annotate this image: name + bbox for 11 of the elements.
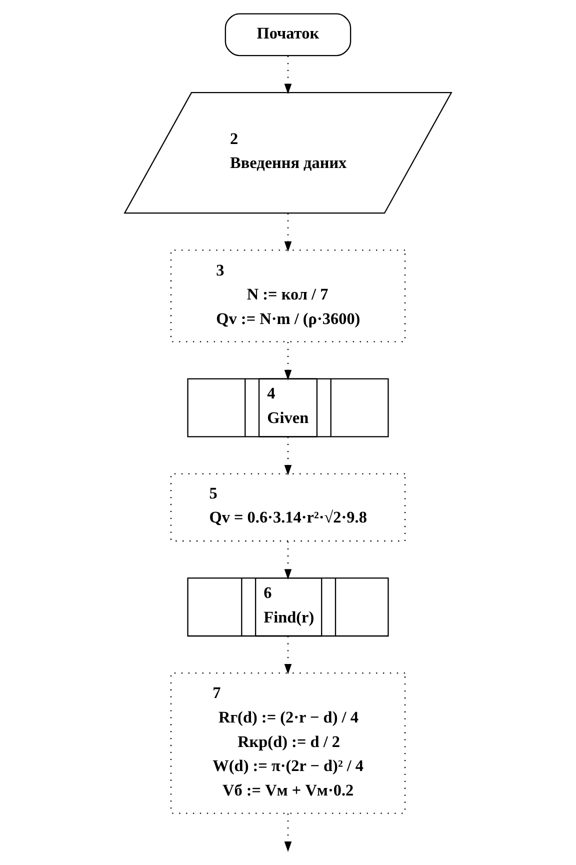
node-box: Початок <box>224 13 352 56</box>
node-box: 3 N := кол / 7 Qv := N·m / (ρ·3600) <box>170 250 406 342</box>
arrow <box>284 814 292 852</box>
arrow <box>284 213 292 252</box>
arrow <box>284 56 292 94</box>
arrow <box>284 437 292 476</box>
arrow <box>284 542 292 580</box>
arrow <box>284 342 292 380</box>
node-box: 5 Qv = 0.6·3.14·r²·√2·9.8 <box>170 473 406 542</box>
arrow <box>284 636 292 674</box>
node-box: 7 Rг(d) := (2·r − d) / 4 Rкр(d) := d / 2 W(d) := π·(2r − d)² / 4 Vб := Vм + Vм·0.2 <box>170 672 406 814</box>
